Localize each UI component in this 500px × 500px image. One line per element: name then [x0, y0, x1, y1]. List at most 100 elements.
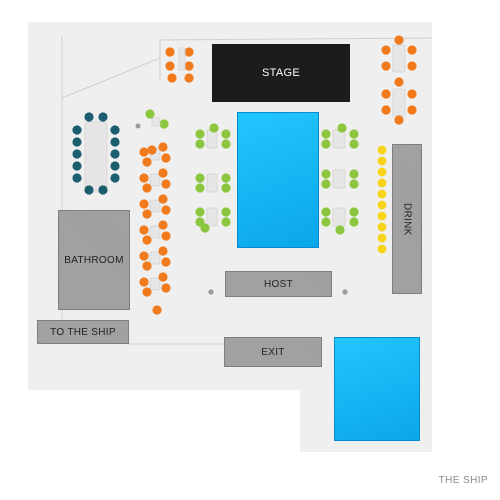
bathroom-area[interactable]: BATHROOM — [58, 210, 130, 310]
seat[interactable] — [110, 137, 120, 147]
seat[interactable] — [195, 139, 205, 149]
seat[interactable] — [407, 61, 417, 71]
seat[interactable] — [221, 217, 231, 227]
seat[interactable] — [377, 222, 387, 232]
seat[interactable] — [184, 73, 194, 83]
seat[interactable] — [349, 129, 359, 139]
seat[interactable] — [158, 272, 168, 282]
seat[interactable] — [394, 77, 404, 87]
seat[interactable] — [394, 35, 404, 45]
seat[interactable] — [349, 179, 359, 189]
seat[interactable] — [142, 287, 152, 297]
seat[interactable] — [200, 223, 210, 233]
seat[interactable] — [110, 161, 120, 171]
floor-section-lower[interactable] — [334, 337, 420, 441]
seat[interactable] — [142, 261, 152, 271]
seat[interactable] — [142, 183, 152, 193]
seat[interactable] — [221, 183, 231, 193]
seat[interactable] — [72, 161, 82, 171]
seat[interactable] — [139, 173, 149, 183]
drink-bar[interactable]: DRINK — [392, 144, 422, 294]
seat[interactable] — [377, 145, 387, 155]
floor-section-center[interactable] — [237, 112, 319, 248]
seat[interactable] — [321, 139, 331, 149]
seat[interactable] — [84, 112, 94, 122]
seat[interactable] — [152, 305, 162, 315]
seat[interactable] — [195, 173, 205, 183]
seat[interactable] — [377, 244, 387, 254]
seat[interactable] — [159, 119, 169, 129]
seat[interactable] — [221, 129, 231, 139]
seat[interactable] — [335, 225, 345, 235]
seat[interactable] — [158, 194, 168, 204]
exit-area[interactable]: EXIT — [224, 337, 322, 367]
seat[interactable] — [139, 251, 149, 261]
seat[interactable] — [377, 167, 387, 177]
seat[interactable] — [377, 200, 387, 210]
seat[interactable] — [161, 179, 171, 189]
seat[interactable] — [142, 209, 152, 219]
seat[interactable] — [158, 246, 168, 256]
seat[interactable] — [407, 45, 417, 55]
seat[interactable] — [337, 123, 347, 133]
seat[interactable] — [377, 189, 387, 199]
seat[interactable] — [110, 149, 120, 159]
host-stand[interactable]: HOST — [225, 271, 332, 297]
seat[interactable] — [139, 225, 149, 235]
seat[interactable] — [349, 207, 359, 217]
seat[interactable] — [135, 123, 141, 129]
seat[interactable] — [377, 156, 387, 166]
seat[interactable] — [139, 277, 149, 287]
seat[interactable] — [165, 47, 175, 57]
seat[interactable] — [84, 185, 94, 195]
seat[interactable] — [321, 207, 331, 217]
seat[interactable] — [72, 173, 82, 183]
seat[interactable] — [221, 139, 231, 149]
to-the-ship-area[interactable]: TO THE SHIP — [37, 320, 129, 344]
seat[interactable] — [342, 289, 348, 295]
seat[interactable] — [165, 61, 175, 71]
seat[interactable] — [195, 129, 205, 139]
seat[interactable] — [158, 142, 168, 152]
seat[interactable] — [161, 257, 171, 267]
stage-area[interactable]: STAGE — [212, 44, 350, 102]
seat[interactable] — [195, 183, 205, 193]
seat[interactable] — [184, 61, 194, 71]
seat[interactable] — [221, 173, 231, 183]
seat[interactable] — [161, 205, 171, 215]
seat[interactable] — [381, 45, 391, 55]
seat[interactable] — [407, 89, 417, 99]
seat[interactable] — [394, 115, 404, 125]
seat[interactable] — [349, 169, 359, 179]
seat[interactable] — [72, 137, 82, 147]
seat[interactable] — [321, 169, 331, 179]
seat[interactable] — [147, 145, 157, 155]
seat[interactable] — [161, 231, 171, 241]
seat[interactable] — [98, 185, 108, 195]
seat[interactable] — [208, 289, 214, 295]
seat[interactable] — [377, 178, 387, 188]
seat[interactable] — [72, 149, 82, 159]
seat[interactable] — [142, 235, 152, 245]
seat[interactable] — [377, 233, 387, 243]
seat[interactable] — [381, 89, 391, 99]
seat[interactable] — [145, 109, 155, 119]
seat[interactable] — [161, 283, 171, 293]
seat[interactable] — [221, 207, 231, 217]
seat[interactable] — [110, 125, 120, 135]
seat[interactable] — [139, 147, 149, 157]
seat[interactable] — [381, 61, 391, 71]
seat[interactable] — [158, 168, 168, 178]
seat[interactable] — [98, 112, 108, 122]
seat[interactable] — [349, 217, 359, 227]
seat[interactable] — [161, 153, 171, 163]
seat[interactable] — [158, 220, 168, 230]
seat[interactable] — [184, 47, 194, 57]
seat[interactable] — [72, 125, 82, 135]
seat[interactable] — [142, 157, 152, 167]
seat[interactable] — [349, 139, 359, 149]
seat[interactable] — [407, 105, 417, 115]
seat[interactable] — [321, 217, 331, 227]
seat[interactable] — [110, 173, 120, 183]
seat[interactable] — [209, 123, 219, 133]
